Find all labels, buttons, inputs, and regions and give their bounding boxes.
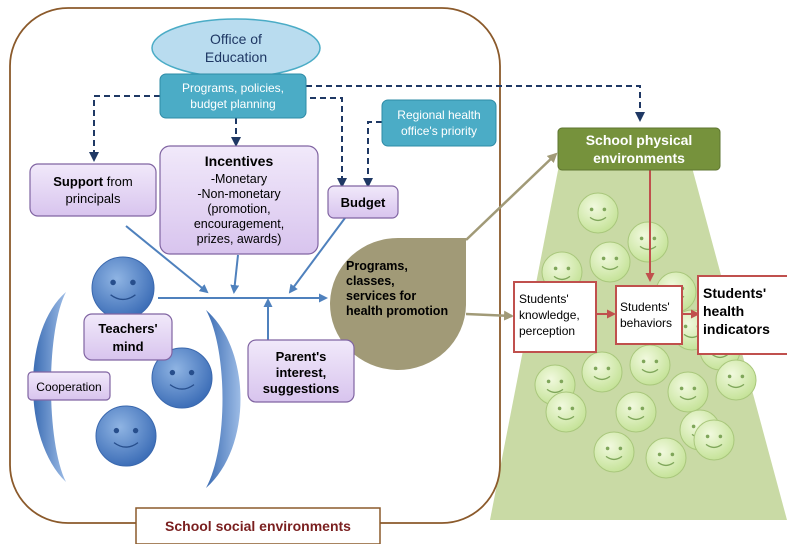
green-smiley-icon <box>667 371 709 413</box>
svg-text:Programs, policies,: Programs, policies, <box>182 81 284 95</box>
green-smiley-icon <box>629 344 671 386</box>
green-smiley-icon <box>645 437 687 479</box>
svg-text:Students': Students' <box>519 292 569 306</box>
svg-text:Office of: Office of <box>210 31 262 47</box>
green-smiley-icon <box>577 192 619 234</box>
parent-interest-box <box>247 339 355 403</box>
support-principals-box <box>29 163 157 217</box>
students-behaviors-label: Students' behaviors <box>620 300 672 330</box>
office-of-education-ellipse <box>151 18 321 78</box>
cooperation-box <box>27 371 111 401</box>
students-health-box <box>697 275 787 355</box>
green-smiley-icon <box>593 431 635 473</box>
programs-teardrop <box>330 237 466 370</box>
students-behaviors-box <box>615 285 683 345</box>
teacher-smiley-icon <box>95 405 157 467</box>
svg-text:encouragement,: encouragement, <box>194 217 284 231</box>
incentives-label: Incentives -Monetary -Non-monetary (prom… <box>194 153 284 246</box>
teachers-mind-box <box>83 313 173 361</box>
svg-text:mind: mind <box>112 339 143 354</box>
school-physical-label: School physical environments <box>586 132 693 166</box>
programs-health-label: Programs, classes, services for health p… <box>346 259 448 318</box>
svg-text:indicators: indicators <box>703 321 770 337</box>
parent-interest-label: Parent's interest, suggestions <box>263 349 340 396</box>
svg-text:health: health <box>703 303 744 319</box>
green-smiley-icon <box>589 241 631 283</box>
students-knowledge-box <box>513 281 597 353</box>
right-bracket <box>206 310 241 488</box>
svg-text:Incentives: Incentives <box>205 153 274 169</box>
green-smiley-icon <box>615 391 657 433</box>
green-smiley-icon <box>627 221 669 263</box>
svg-text:Students': Students' <box>703 285 766 301</box>
teacher-faces <box>91 256 213 467</box>
cooperation-label: Cooperation <box>36 380 101 394</box>
teacher-smiley-icon <box>91 256 155 320</box>
budget-label: Budget <box>341 195 386 210</box>
svg-text:services for: services for <box>346 289 416 303</box>
svg-text:Students': Students' <box>620 300 670 314</box>
programs-policies-label: Programs, policies, budget planning <box>182 81 284 111</box>
svg-text:Support from: Support from <box>53 174 132 189</box>
svg-text:behaviors: behaviors <box>620 316 672 330</box>
school-social-label-box <box>135 507 381 544</box>
svg-text:health promotion: health promotion <box>346 304 448 318</box>
budget-box <box>327 185 399 219</box>
svg-text:-Monetary: -Monetary <box>211 172 268 186</box>
svg-text:Education: Education <box>205 49 267 65</box>
svg-text:perception: perception <box>519 324 575 338</box>
students-health-label: Students' health indicators <box>703 285 770 337</box>
teardrop-arrows <box>465 152 558 321</box>
svg-text:classes,: classes, <box>346 274 395 288</box>
svg-text:interest,: interest, <box>276 365 327 380</box>
regional-health-box <box>381 99 497 147</box>
dashed-connectors <box>89 85 645 188</box>
svg-text:office's priority: office's priority <box>401 124 477 138</box>
green-smiley-icon <box>715 359 757 401</box>
svg-text:Teachers': Teachers' <box>98 321 157 336</box>
svg-text:School physical: School physical <box>586 132 693 148</box>
svg-text:suggestions: suggestions <box>263 381 340 396</box>
svg-text:Parent's: Parent's <box>276 349 327 364</box>
green-smiley-icon <box>545 391 587 433</box>
programs-policies-box <box>159 73 307 119</box>
students-knowledge-label: Students' knowledge, perception <box>519 292 580 338</box>
svg-text:-Non-monetary: -Non-monetary <box>197 187 281 201</box>
school-physical-box <box>557 127 721 171</box>
green-smiley-icon <box>693 419 735 461</box>
svg-text:Regional health: Regional health <box>397 108 480 122</box>
svg-text:prizes, awards): prizes, awards) <box>197 232 282 246</box>
svg-text:knowledge,: knowledge, <box>519 308 580 322</box>
teachers-mind-label: Teachers' mind <box>98 321 157 354</box>
green-smiley-icon <box>581 351 623 393</box>
regional-health-label: Regional health office's priority <box>397 108 480 138</box>
support-principals-label: Support from principals <box>53 174 132 206</box>
svg-text:principals: principals <box>66 191 121 206</box>
svg-text:(promotion,: (promotion, <box>207 202 270 216</box>
svg-text:Programs,: Programs, <box>346 259 408 273</box>
influence-arrows <box>125 217 346 340</box>
svg-text:budget planning: budget planning <box>190 97 275 111</box>
svg-text:environments: environments <box>593 150 685 166</box>
teacher-smiley-icon <box>151 347 213 409</box>
office-of-education-label: Office of Education <box>205 31 267 65</box>
school-social-label: School social environments <box>165 518 351 534</box>
incentives-box <box>159 145 319 255</box>
student-arrows <box>596 170 700 319</box>
